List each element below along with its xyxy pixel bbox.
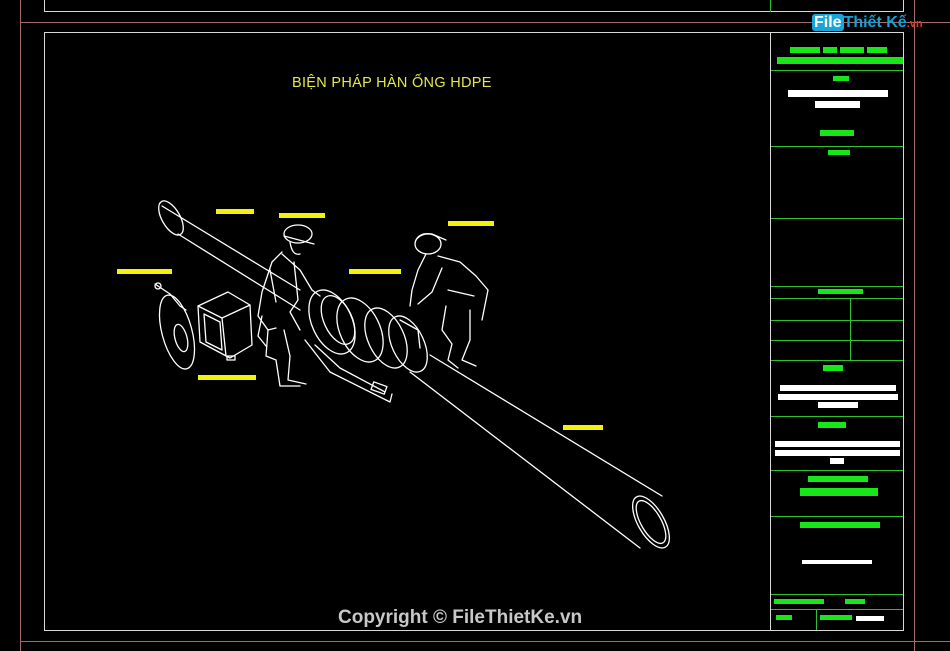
tb-row-divider bbox=[771, 298, 903, 299]
logo-prefix: File bbox=[812, 14, 844, 31]
callout-label bbox=[349, 269, 401, 274]
tb-row-divider bbox=[771, 470, 903, 471]
tb-label bbox=[828, 150, 850, 155]
title-block bbox=[770, 32, 904, 631]
outer-frame-bottom bbox=[20, 641, 950, 642]
copyright-watermark: Copyright © FileThietKe.vn bbox=[338, 607, 583, 628]
previous-sheet-titleblock-edge bbox=[770, 0, 771, 12]
generator-box bbox=[197, 291, 253, 361]
callout-label bbox=[216, 209, 254, 214]
previous-sheet-border bbox=[44, 0, 904, 12]
callout-label bbox=[198, 375, 256, 380]
tb-row-divider bbox=[771, 609, 903, 610]
outer-frame-left bbox=[20, 0, 21, 651]
callout-label bbox=[279, 213, 325, 218]
callout-label bbox=[563, 425, 603, 430]
outer-frame-top bbox=[20, 22, 950, 23]
tb-row-divider bbox=[771, 146, 903, 147]
tb-row-divider bbox=[771, 416, 903, 417]
worker-right bbox=[409, 232, 489, 369]
logo-suffix: .vn bbox=[906, 18, 923, 30]
tb-col-divider bbox=[816, 609, 817, 630]
tb-row-divider bbox=[771, 70, 903, 71]
outer-frame-right bbox=[914, 0, 915, 651]
callout-label bbox=[448, 221, 494, 226]
tb-row-divider bbox=[771, 360, 903, 361]
heater-plate bbox=[154, 282, 196, 370]
tb-row-divider bbox=[771, 218, 903, 219]
tb-col-divider bbox=[850, 298, 851, 360]
drawing-title: BIỆN PHÁP HÀN ỐNG HDPE bbox=[292, 75, 492, 91]
tb-row-divider bbox=[771, 340, 903, 341]
worker-left bbox=[257, 224, 321, 387]
hdpe-pipe bbox=[158, 200, 671, 549]
logo-text: Thiết Kế bbox=[843, 14, 907, 31]
tb-label bbox=[800, 522, 880, 528]
butt-fusion-machine bbox=[304, 289, 428, 403]
tb-row-divider bbox=[771, 320, 903, 321]
callout-label bbox=[117, 269, 172, 274]
tb-row-divider bbox=[771, 286, 903, 287]
tb-label bbox=[818, 289, 863, 294]
tb-row-divider bbox=[771, 594, 903, 595]
tb-label bbox=[823, 365, 843, 371]
tb-drawing-number bbox=[802, 560, 872, 564]
tb-label bbox=[818, 422, 846, 428]
tb-row-divider bbox=[771, 516, 903, 517]
